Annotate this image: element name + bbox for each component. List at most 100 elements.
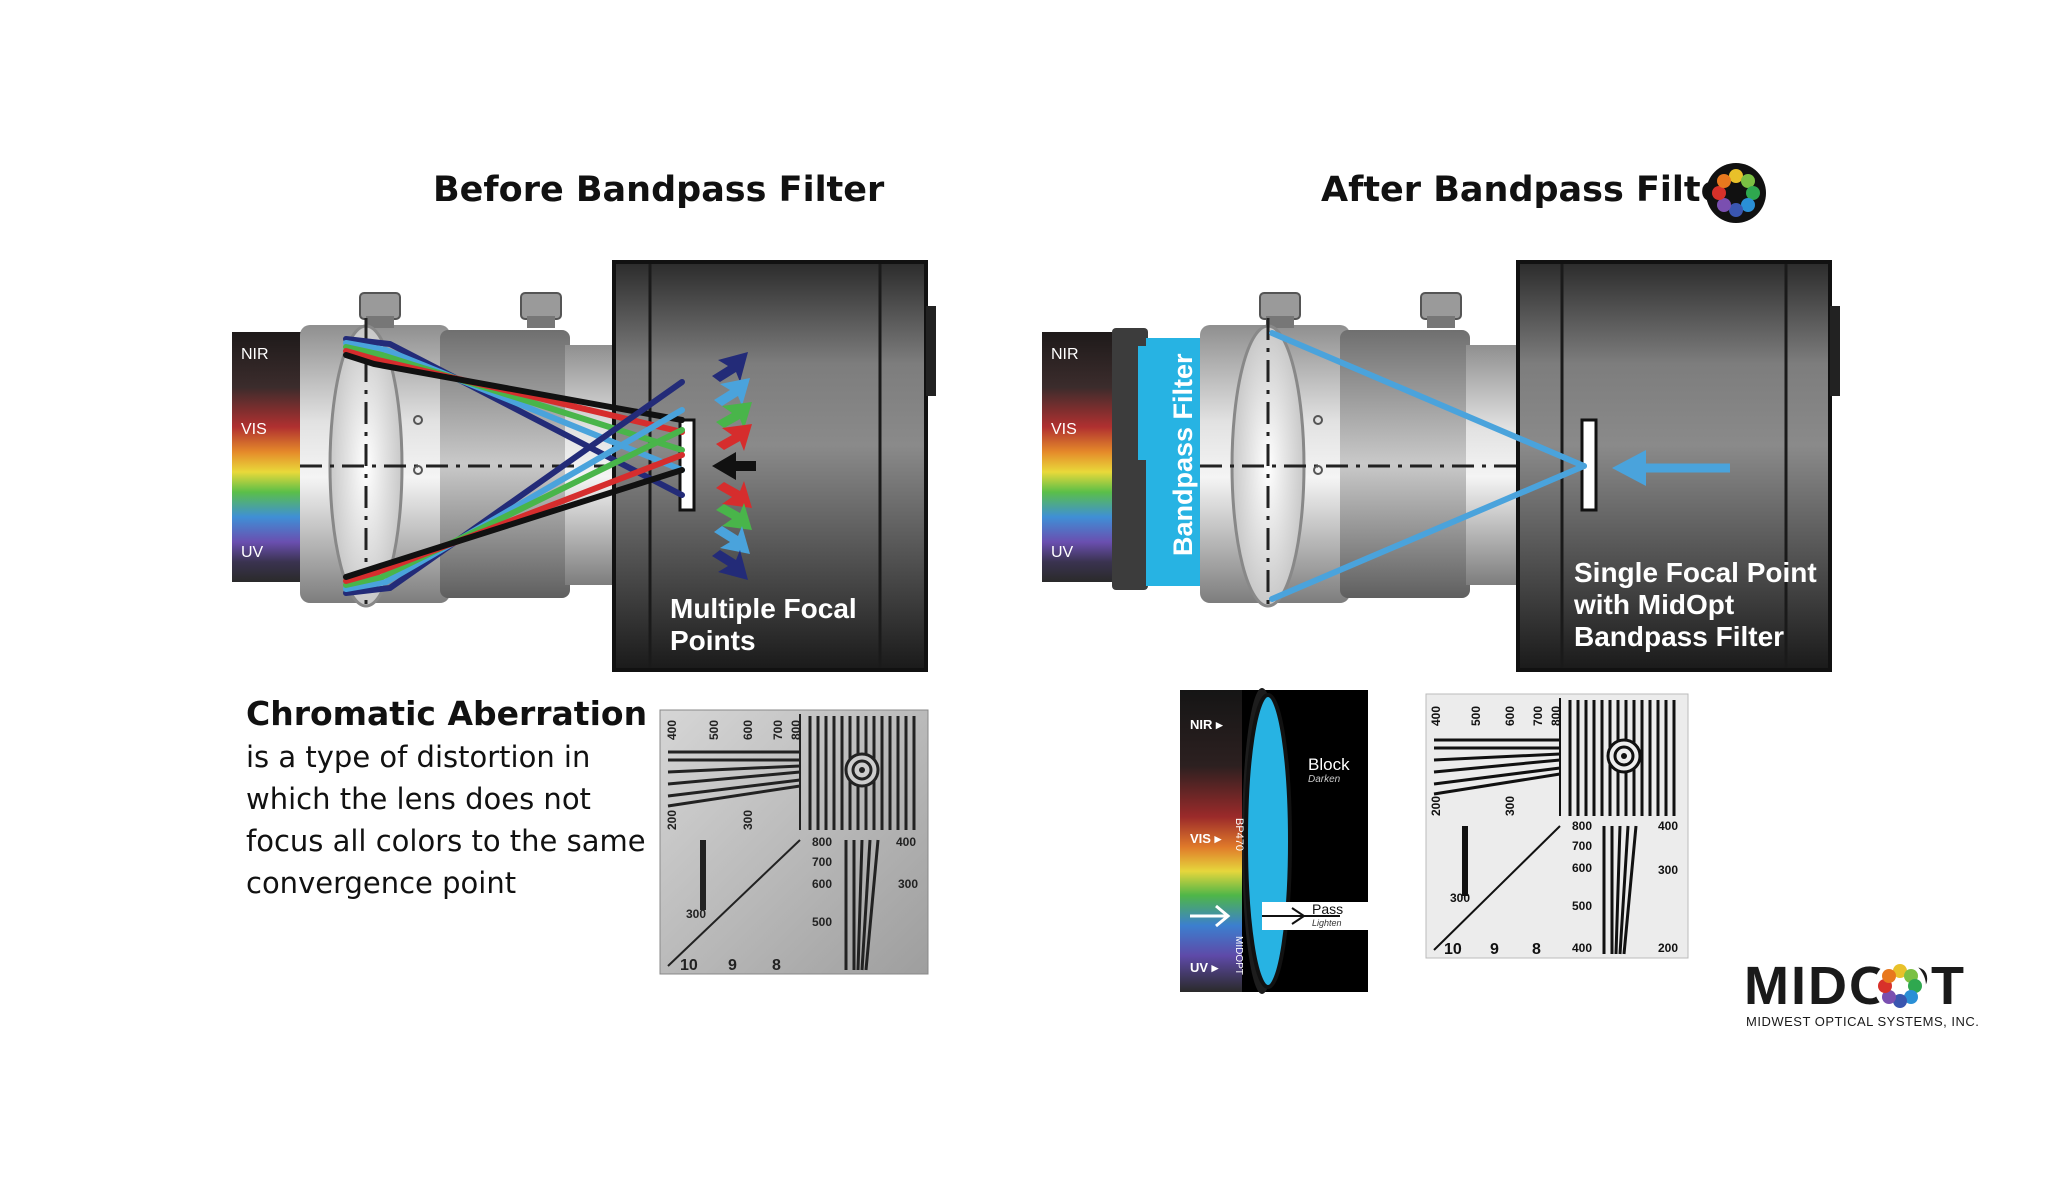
right-chart-label-800b: 800	[1572, 819, 1592, 833]
inset-filter-code: BP470	[1233, 818, 1245, 851]
right-chart-label-400c: 400	[1658, 819, 1678, 833]
right-camera-label-3: Bandpass Filter	[1574, 621, 1784, 652]
right-chart-label-8: 8	[1532, 941, 1541, 958]
right-camera-label-2: with MidOpt	[1573, 589, 1734, 620]
left-camera-body	[612, 260, 936, 672]
left-light-rays	[343, 336, 685, 596]
bandpass-filter-label: Bandpass Filter	[1168, 353, 1198, 556]
left-chart-label-700: 700	[771, 720, 785, 740]
right-camera-label-1: Single Focal Point	[1574, 557, 1817, 588]
right-uv-label: UV	[1051, 544, 1074, 561]
right-lens-assembly	[1042, 292, 1590, 612]
right-panel-title: After Bandpass Filter	[1321, 170, 1742, 210]
left-chart-label-800: 800	[789, 720, 803, 740]
arrow-red-bottom-icon	[716, 481, 752, 508]
left-iris-knob	[520, 292, 562, 320]
inset-nir-label: NIR ▸	[1190, 717, 1224, 732]
ray-blue-bottom	[343, 407, 685, 592]
left-chart-label-600b: 600	[812, 877, 832, 891]
color-wheel-icon	[1706, 163, 1766, 223]
arrow-green-bottom-icon	[716, 503, 752, 530]
right-chart-label-10: 10	[1444, 941, 1462, 958]
description-body: is a type of distortion in which the len…	[246, 740, 646, 900]
arrow-uv-top-icon	[712, 352, 748, 382]
filter-inset: NIR ▸ VIS ▸ UV ▸ Block Darken Pass Light…	[1180, 688, 1368, 994]
inset-vis-label: VIS ▸	[1190, 831, 1223, 846]
left-chart-label-400b: 400	[896, 835, 916, 849]
left-chart-label-300b: 300	[686, 907, 706, 921]
right-ray-bottom	[1269, 463, 1587, 602]
right-focus-knob	[1259, 292, 1301, 320]
right-chart-label-600b: 600	[1572, 861, 1592, 875]
right-chart-label-200: 200	[1429, 796, 1443, 816]
right-chart-label-9: 9	[1490, 941, 1499, 958]
right-chart-label-500b: 500	[1572, 899, 1592, 913]
left-focal-arrows	[712, 352, 756, 580]
arrow-green-top-icon	[716, 402, 752, 429]
chromatic-aberration-description: Chromatic Aberration is a type of distor…	[246, 692, 666, 904]
left-chart-label-800b: 800	[812, 835, 832, 849]
bandpass-filter	[1146, 338, 1202, 586]
logo-tagline: MIDWEST OPTICAL SYSTEMS, INC.	[1746, 1014, 1979, 1029]
ray-black-bottom	[343, 467, 685, 580]
right-ray-top	[1269, 330, 1587, 469]
ray-red-bottom	[343, 452, 685, 584]
left-spectrum-strip	[232, 332, 304, 582]
inset-filter-lens	[1244, 693, 1292, 989]
right-iris-knob	[1420, 292, 1462, 320]
left-camera-label-2: Points	[670, 625, 756, 656]
left-chart-label-300c: 300	[898, 877, 918, 891]
right-chart-label-300c: 300	[1658, 863, 1678, 877]
left-chart-label-9: 9	[728, 957, 737, 974]
inset-pass-label: Pass	[1312, 901, 1343, 917]
arrow-blue-top-icon	[714, 378, 750, 406]
left-spectrum-labels: NIR VIS UV	[241, 346, 269, 561]
right-chart-label-500: 500	[1469, 706, 1483, 726]
arrow-red-top-icon	[716, 424, 752, 451]
left-chart-label-500b: 500	[812, 915, 832, 929]
right-chart-label-700: 700	[1531, 706, 1545, 726]
arrow-black-icon	[712, 452, 756, 480]
midopt-logo: MIDOPT MIDWEST OPTICAL SYSTEMS, INC.	[1744, 956, 1979, 1029]
ray-green-top	[343, 344, 685, 453]
right-chart-label-700b: 700	[1572, 839, 1592, 853]
arrow-uv-bottom-icon	[712, 550, 748, 580]
ray-blue-top	[343, 340, 685, 473]
left-chart-label-500: 500	[707, 720, 721, 740]
description-title: Chromatic Aberration	[246, 694, 648, 733]
ray-uv-bottom	[343, 379, 685, 596]
left-chart-label-600: 600	[741, 720, 755, 740]
left-camera-label-1: Multiple Focal	[670, 593, 857, 624]
ray-red-top	[343, 348, 685, 435]
right-vis-label: VIS	[1051, 421, 1077, 438]
left-chart-label-10: 10	[680, 957, 698, 974]
right-chart-label-800: 800	[1549, 706, 1563, 726]
left-uv-label: UV	[241, 544, 264, 561]
right-chart-label-300a: 300	[1503, 796, 1517, 816]
right-chart-label-400b: 400	[1572, 941, 1592, 955]
right-focal-arrow-icon	[1612, 450, 1730, 486]
inset-pass-sub: Lighten	[1312, 918, 1342, 928]
right-chart-label-300b: 300	[1450, 891, 1470, 905]
left-chart-label-200: 200	[665, 810, 679, 830]
left-chart-label-400: 400	[665, 720, 679, 740]
left-chart-label-8: 8	[772, 957, 781, 974]
right-light-rays	[1269, 330, 1587, 602]
left-chart-label-300a: 300	[741, 810, 755, 830]
ray-green-bottom	[343, 427, 685, 588]
left-nir-label: NIR	[241, 346, 269, 363]
right-resolution-chart: 400 500 600 700 800 200 300 300 10 9 8 8…	[1425, 693, 1689, 959]
left-vis-label: VIS	[241, 421, 267, 438]
right-chart-label-200b: 200	[1658, 941, 1678, 955]
inset-block-label: Block	[1308, 755, 1350, 774]
inset-uv-label: UV ▸	[1190, 960, 1220, 975]
left-sensor	[678, 418, 696, 512]
logo-text: MIDOPT	[1744, 956, 1966, 1016]
left-resolution-chart: 400 500 600 700 800 200 300 300 10 9 8 8…	[659, 709, 929, 975]
ray-uv-top	[343, 336, 685, 498]
right-chart-label-400: 400	[1429, 706, 1443, 726]
right-chart-label-600: 600	[1503, 706, 1517, 726]
left-focus-knob	[359, 292, 401, 320]
left-chart-label-700b: 700	[812, 855, 832, 869]
